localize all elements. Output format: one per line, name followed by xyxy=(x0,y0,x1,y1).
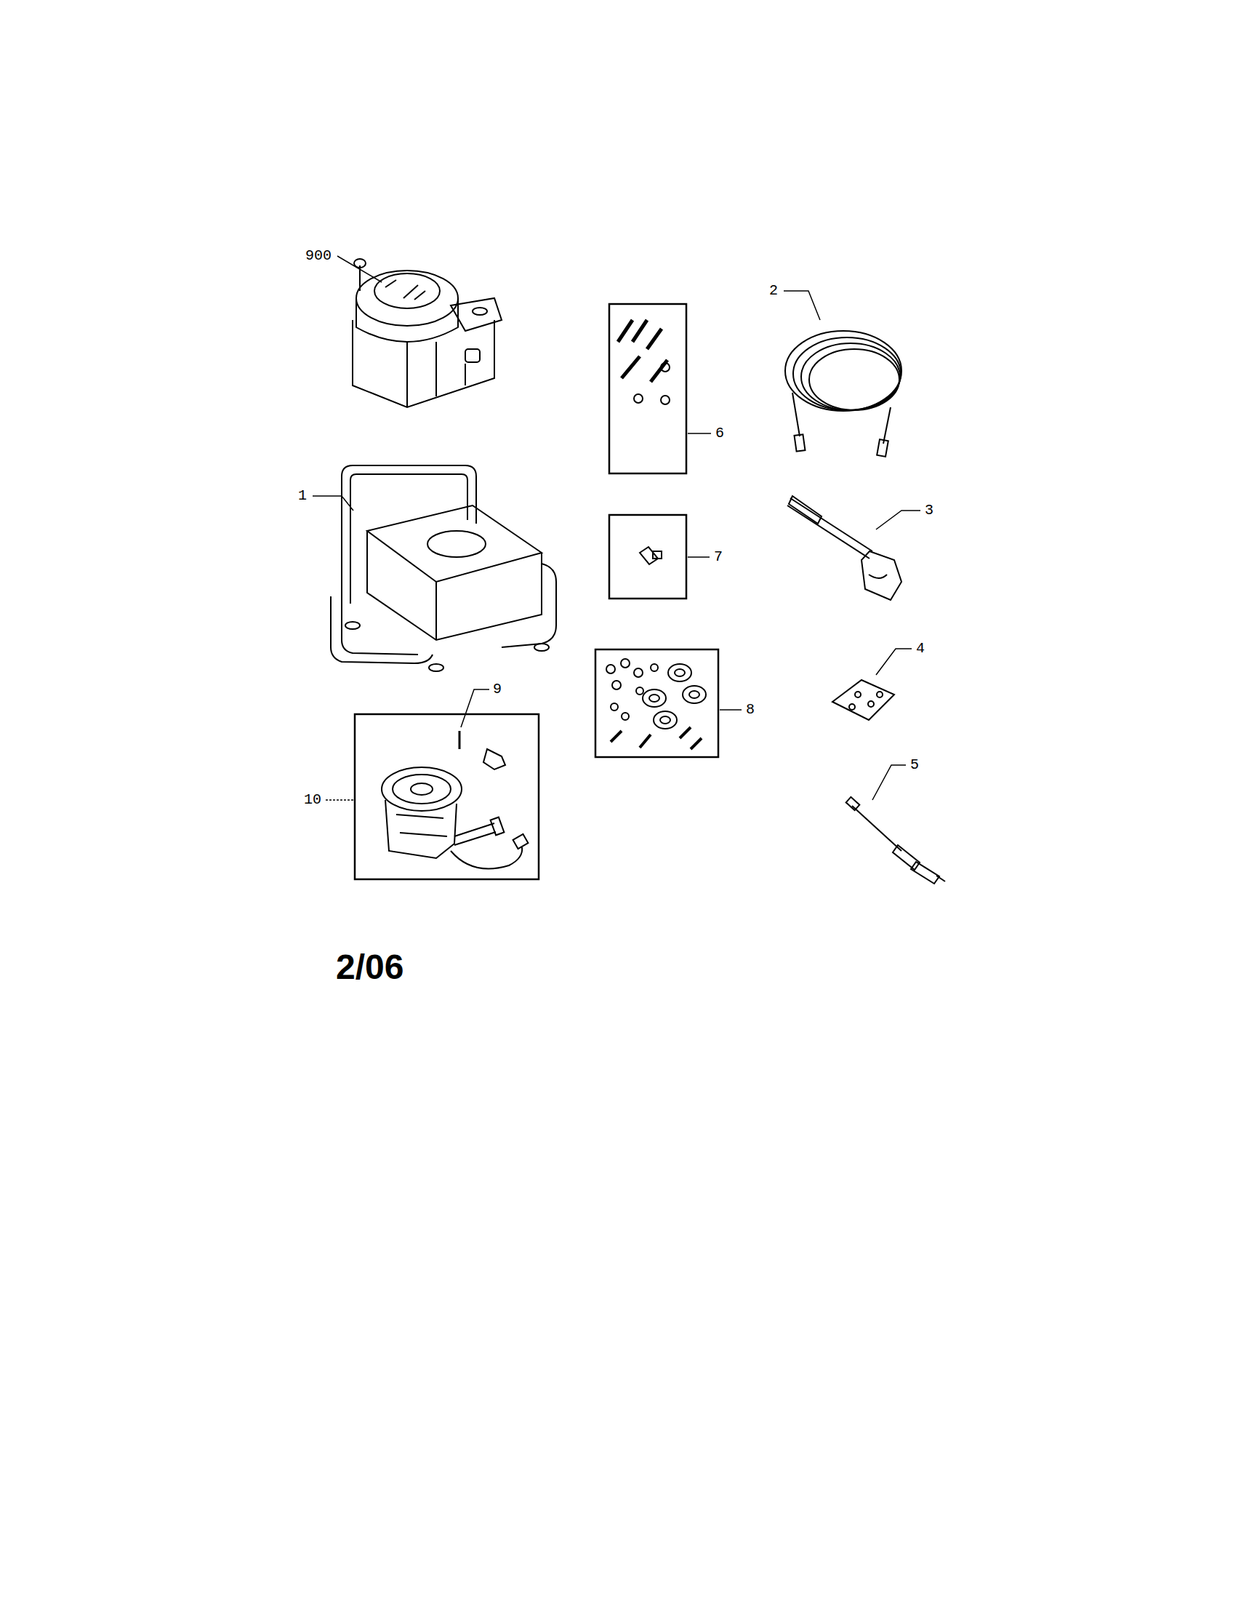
callout-number: 7 xyxy=(713,549,723,565)
fitting-kit xyxy=(609,514,687,599)
callout-number: 6 xyxy=(715,426,725,441)
spray-gun xyxy=(787,495,902,600)
spray-wand xyxy=(846,796,946,884)
pump-kit xyxy=(354,713,539,879)
screw-bag xyxy=(832,679,895,720)
callout-number: 9 xyxy=(492,681,502,697)
date-code: 2/06 xyxy=(335,949,404,985)
hose xyxy=(785,330,902,457)
callout-number: 8 xyxy=(745,702,755,717)
callout-number: 900 xyxy=(305,248,332,264)
callout-number: 5 xyxy=(910,757,919,773)
mount-kit xyxy=(595,649,719,757)
callout-number: 2 xyxy=(769,283,778,299)
engine xyxy=(352,258,502,408)
callout-number: 10 xyxy=(303,792,322,807)
callout-number: 3 xyxy=(924,503,934,518)
leader-lines xyxy=(312,255,921,800)
callout-number: 1 xyxy=(298,488,307,504)
bolt-kit xyxy=(609,303,687,474)
callout-number: 4 xyxy=(916,641,925,656)
frame xyxy=(330,465,557,672)
